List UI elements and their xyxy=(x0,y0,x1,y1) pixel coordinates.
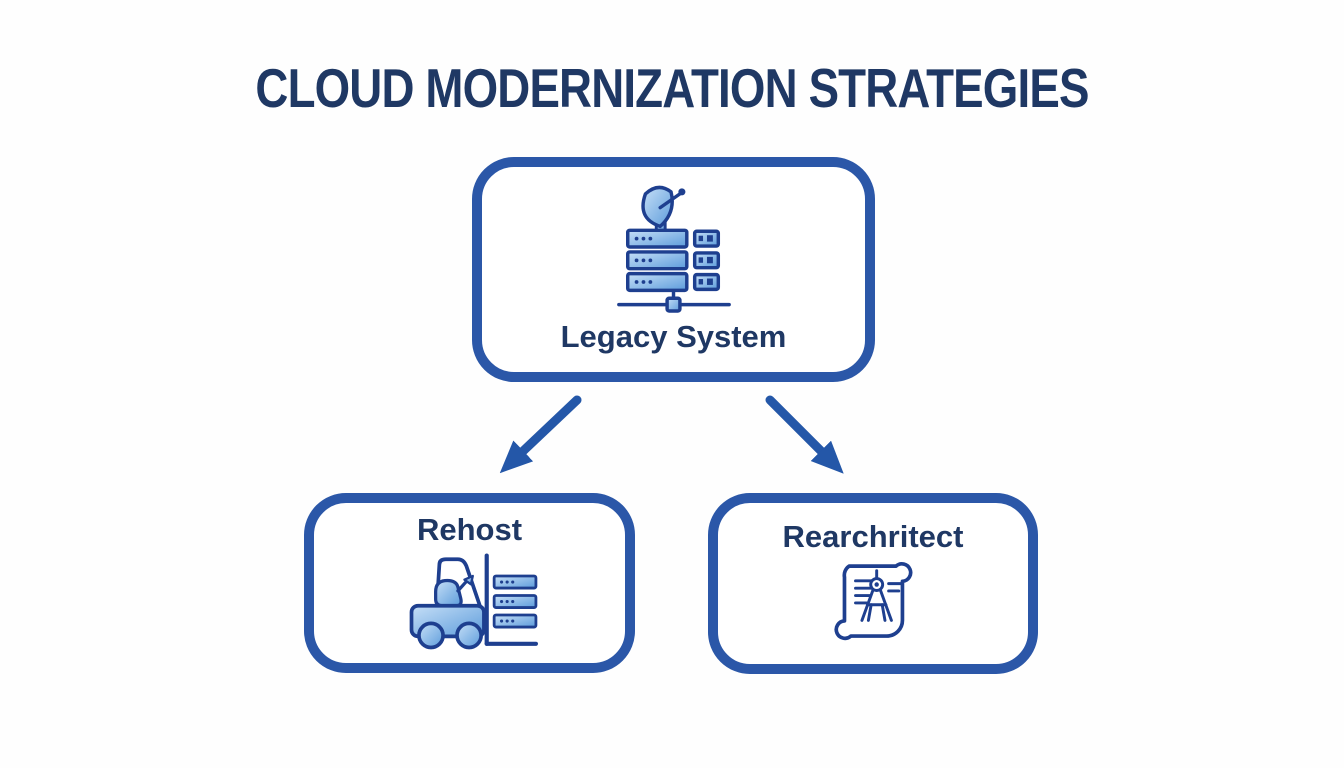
node-legacy-system: Legacy System xyxy=(472,157,875,382)
node-rehost: Rehost xyxy=(304,493,635,673)
node-label-rehost: Rehost xyxy=(416,512,523,548)
node-label-rearchitect: Rearchritect xyxy=(782,518,964,554)
node-label-legacy: Legacy System xyxy=(560,318,787,354)
arrow-legacy-to-rearchitect xyxy=(765,395,844,474)
blueprint-compass-icon xyxy=(834,562,913,641)
arrow-legacy-to-rehost xyxy=(499,395,582,474)
diagram-title: CLOUD MODERNIZATION STRATEGIES xyxy=(255,57,1089,119)
legacy-server-icon xyxy=(616,185,731,313)
forklift-servers-icon xyxy=(409,553,538,650)
node-rearchitect: Rearchritect xyxy=(708,493,1038,674)
